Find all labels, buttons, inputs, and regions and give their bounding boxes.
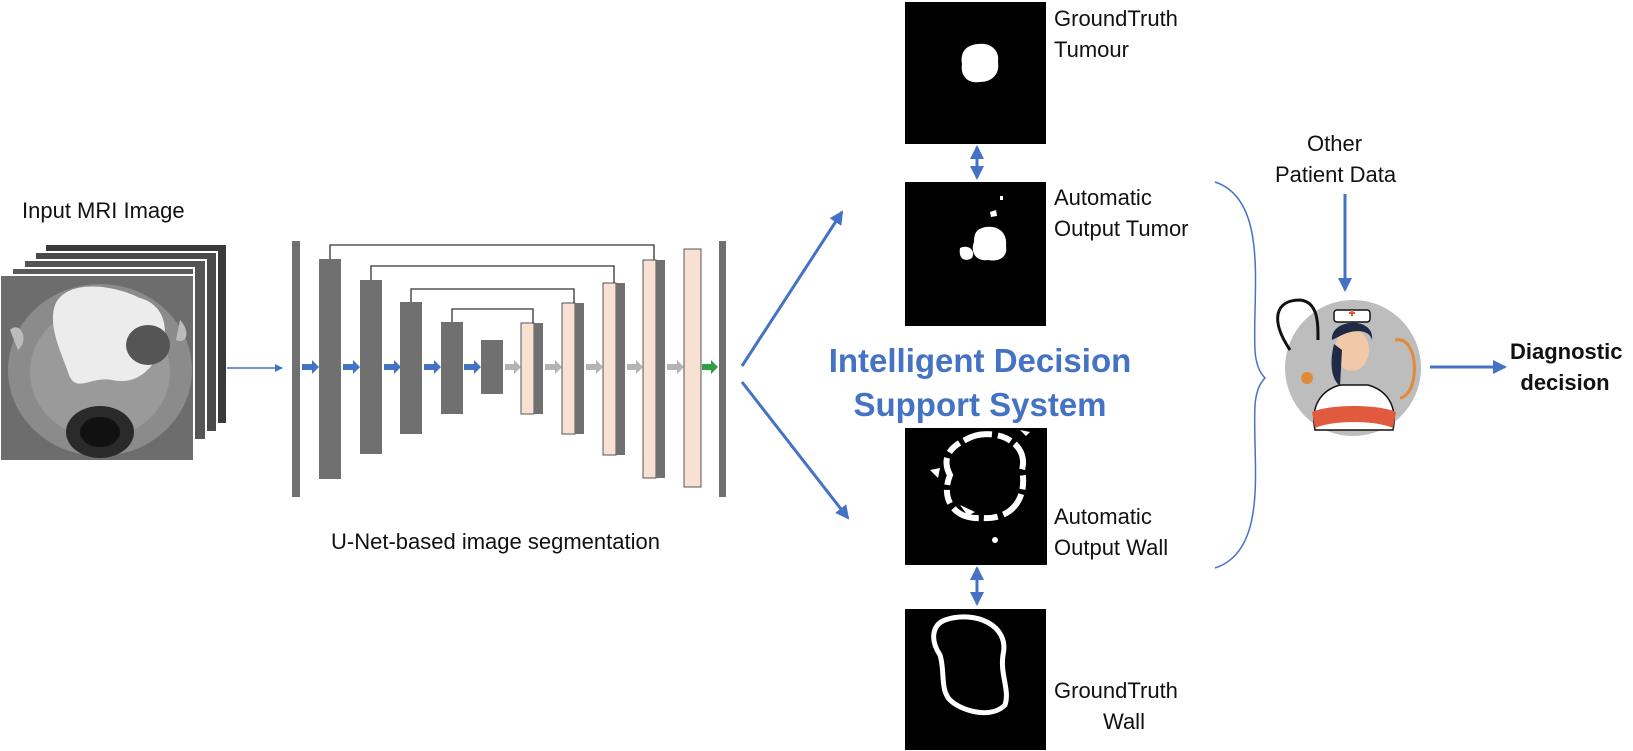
- auto-tumor-label-line1: Automatic: [1054, 185, 1152, 210]
- gt-tumour-label-line1: GroundTruth: [1054, 6, 1178, 31]
- automatic-tumor-image: [905, 182, 1046, 326]
- auto-tumor-label-line2: Output Tumor: [1054, 216, 1189, 241]
- unet-to-wall-arrow: [740, 381, 850, 520]
- unet-label: U-Net-based image segmentation: [331, 529, 660, 554]
- groundtruth-tumour-image: [905, 2, 1046, 144]
- other-data-label-line2: Patient Data: [1275, 162, 1397, 187]
- curly-brace: [1214, 181, 1267, 569]
- gt-wall-label-line2: Wall: [1103, 709, 1145, 734]
- center-title-line2: Support System: [853, 386, 1107, 423]
- gt-tumour-label-line2: Tumour: [1054, 37, 1129, 62]
- diagnostic-label-line1: Diagnostic: [1510, 339, 1623, 364]
- mri-image-stack: [0, 243, 228, 462]
- center-title-line1: Intelligent Decision: [828, 342, 1132, 379]
- diagnostic-label-line2: decision: [1520, 370, 1610, 395]
- input-mri-label: Input MRI Image: [22, 198, 185, 223]
- groundtruth-wall-image: [905, 609, 1046, 750]
- other-data-label-line1: Other: [1307, 131, 1363, 156]
- unet-to-tumor-arrow: [740, 210, 844, 367]
- gt-wall-label-line1: GroundTruth: [1054, 678, 1178, 703]
- auto-wall-label-line2: Output Wall: [1054, 535, 1169, 560]
- auto-wall-label-line1: Automatic: [1054, 504, 1152, 529]
- doctor-avatar-icon: [1276, 298, 1421, 436]
- automatic-wall-image: [905, 428, 1047, 565]
- unet-architecture: [292, 241, 726, 497]
